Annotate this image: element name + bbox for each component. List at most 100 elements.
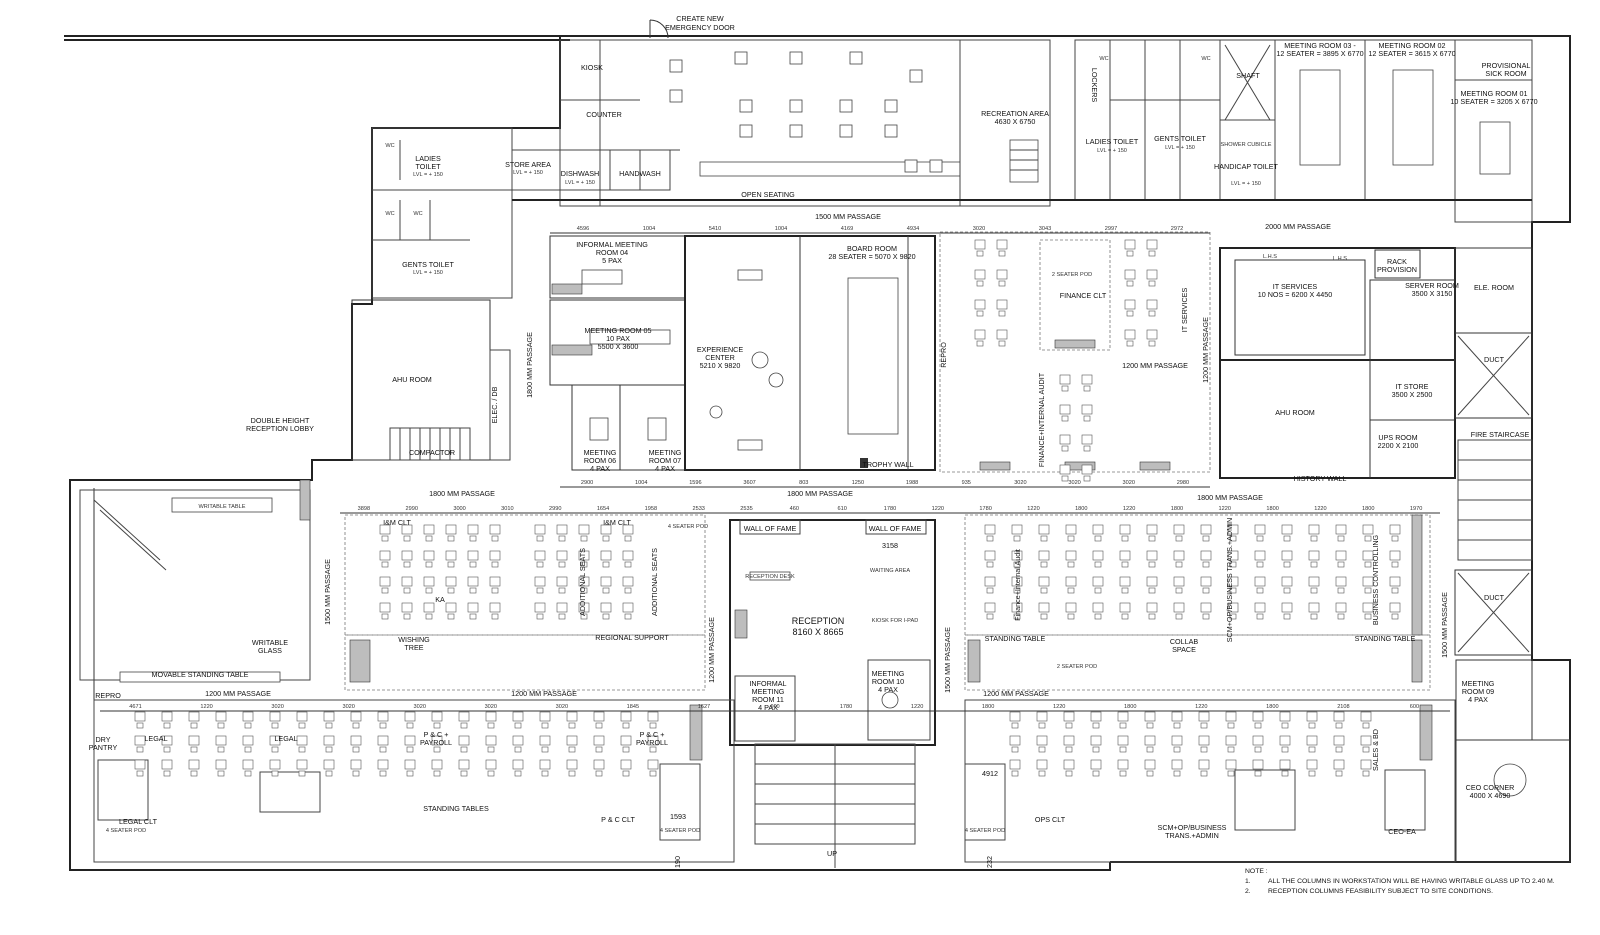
label-finance-audit-vert: FINANCE+INTERNAL AUDIT (1037, 372, 1046, 467)
workstation-desk (578, 576, 590, 587)
workstation-chair (1229, 587, 1237, 594)
workstation-chair (1067, 613, 1075, 620)
workstation-chair (1391, 613, 1399, 620)
label-mr06-3: 4 PAX (590, 464, 610, 473)
label-gents-toilet-left: GENTS TOILET (402, 260, 454, 269)
workstation-chair (1362, 770, 1370, 777)
label-dry-pantry-2: PANTRY (89, 743, 118, 752)
workstation-desk (1124, 269, 1136, 280)
workstation-chair (136, 722, 144, 729)
workstation-chair (163, 770, 171, 777)
label-passage-1200-bottom-mid: 1200 MM PASSAGE (511, 689, 577, 698)
cafe-table (669, 59, 683, 73)
label-wall-of-fame-1: WALL OF FAME (744, 524, 797, 533)
workstation-desk (467, 576, 479, 587)
workstation-desk (1198, 759, 1210, 770)
label-ops-clt: OPS CLT (1035, 815, 1066, 824)
workstation-chair (1391, 587, 1399, 594)
cafe-table (789, 124, 803, 138)
label-waiting-area: WAITING AREA (870, 568, 910, 574)
workstation-chair (425, 561, 433, 568)
workstation-desk (445, 550, 457, 561)
workstation-desk (1279, 735, 1291, 746)
workstation-chair (381, 561, 389, 568)
workstation-chair (1094, 587, 1102, 594)
workstation-desk (1144, 759, 1156, 770)
dimension-bottom-row-value: 3020 (414, 704, 426, 710)
label-lhs-1: L.H.S (1263, 254, 1277, 260)
workstation-desk (1009, 735, 1021, 746)
workstation-chair (1092, 746, 1100, 753)
reception (729, 519, 936, 868)
workstation-chair (1146, 746, 1154, 753)
workstation-desk (1081, 374, 1093, 385)
cafe-table (789, 51, 803, 65)
workstation-chair (580, 587, 588, 594)
dimension-mid-value: 1988 (906, 480, 918, 486)
label-duct-1: DUCT (1484, 355, 1505, 364)
workstation-chair (1337, 535, 1345, 542)
bottom-row (93, 699, 1456, 863)
workstation-desk (512, 759, 524, 770)
workstation-chair (433, 722, 441, 729)
label-lvl-4: LVL = + 150 (565, 180, 595, 186)
workstation-chair (136, 746, 144, 753)
workstation-chair (1126, 250, 1134, 257)
label-standing-table-1: STANDING TABLE (985, 634, 1046, 643)
cafe-table (739, 99, 753, 113)
workstation-desk (1036, 735, 1048, 746)
dimension-top-value: 4934 (907, 226, 919, 232)
workstation-desk (1227, 602, 1239, 613)
workstation-chair (190, 746, 198, 753)
toilets-left (371, 127, 671, 299)
workstation-chair (580, 535, 588, 542)
workstation-chair (271, 770, 279, 777)
workstation-chair (624, 587, 632, 594)
workstation-desk (404, 711, 416, 722)
workstation-desk (1119, 576, 1131, 587)
label-pc-clt: P & C CLT (601, 815, 635, 824)
workstation-chair (1148, 310, 1156, 317)
label-iam-clt-2: I&M CLT (603, 518, 631, 527)
workstation-desk (458, 711, 470, 722)
label-pc-payroll-1b: P & C + (640, 730, 665, 739)
workstation-desk (1092, 576, 1104, 587)
workstation-desk (1279, 711, 1291, 722)
workstation-chair (1256, 613, 1264, 620)
workstation-chair (403, 561, 411, 568)
workstation-chair (1229, 613, 1237, 620)
workstation-chair (649, 722, 657, 729)
workstation-desk (1333, 735, 1345, 746)
workstation-chair (1083, 475, 1091, 482)
label-wall-of-fame-2: WALL OF FAME (869, 524, 922, 533)
label-mr09-1: MEETING (1462, 679, 1495, 688)
workstation-desk (1011, 524, 1023, 535)
workstation-desk (401, 576, 413, 587)
workstation-chair (1175, 535, 1183, 542)
workstation-desk (1252, 711, 1264, 722)
workstation-desk (269, 759, 281, 770)
label-passage-1200-bottom-left: 1200 MM PASSAGE (205, 689, 271, 698)
workstation-chair (1281, 722, 1289, 729)
workstation-desk (458, 759, 470, 770)
label-experience-3: 5210 X 9820 (700, 361, 741, 370)
workstation-desk (445, 524, 457, 535)
workstation-chair (622, 722, 630, 729)
workstation-desk (1038, 524, 1050, 535)
label-lhs-2: L.H.S (1333, 256, 1347, 262)
label-informal-mr04-2: ROOM 04 (596, 248, 628, 257)
workstation-desk (423, 550, 435, 561)
dimension-row-value: 1780 (884, 506, 896, 512)
workstation-chair (580, 561, 588, 568)
workstation-desk (1059, 434, 1071, 445)
label-ladies-toilet-left-1: LADIES (415, 154, 441, 163)
workstation-chair (433, 746, 441, 753)
workstation-chair (998, 340, 1006, 347)
workstation-desk (1360, 759, 1372, 770)
workstation-chair (381, 587, 389, 594)
workstation-chair (1308, 770, 1316, 777)
label-passage-1800-vert: 1800 MM PASSAGE (525, 332, 534, 398)
label-informal-mr04-1: INFORMAL MEETING (576, 240, 648, 249)
workstation-desk (1200, 576, 1212, 587)
workstation-chair (622, 770, 630, 777)
